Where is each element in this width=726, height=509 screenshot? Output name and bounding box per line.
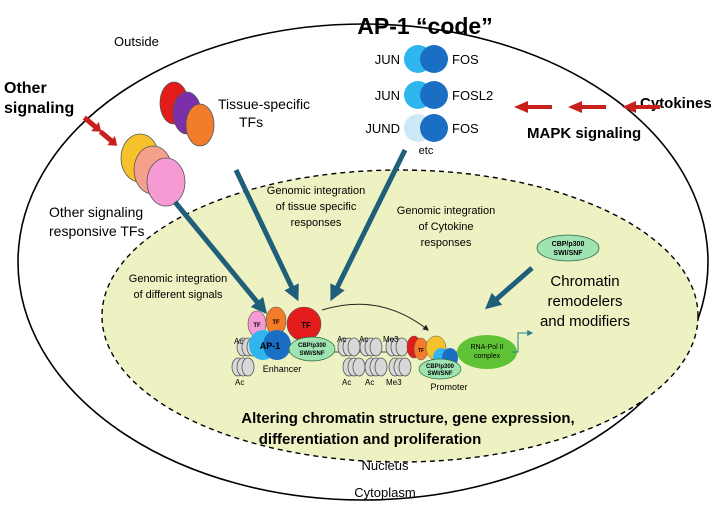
- pair3-right-label: FOS: [452, 121, 479, 136]
- tf-orange-oval: [185, 103, 215, 147]
- nucleosome: [337, 337, 361, 357]
- ap1-bound-label: AP-1: [260, 341, 281, 351]
- nucleosome: [359, 337, 383, 357]
- mark-ac: Ac: [234, 337, 243, 346]
- mark-me3: Me3: [386, 378, 402, 387]
- nucleosome: [342, 357, 366, 377]
- arrow-signals-to-enhancer: [173, 200, 268, 315]
- gi-tissue-line1: Genomic integration: [267, 185, 365, 197]
- tissue-specific-tfs-cluster: [159, 81, 215, 147]
- ap1-dark-bound: [263, 330, 291, 360]
- tf-label: TF: [253, 323, 261, 329]
- tf-pink-oval: [146, 157, 186, 207]
- transcription-start-arrow: [512, 330, 534, 353]
- cbp-enhancer-label2: SWI/SNF: [300, 351, 325, 357]
- ap1-dimer-jund-fos: JUND FOS: [365, 114, 479, 142]
- outcome-line1: Altering chromatin structure, gene expre…: [241, 410, 574, 427]
- ap1-dimer-jun-fos: JUN FOS: [375, 45, 479, 73]
- mark-ac: Ac: [365, 378, 374, 387]
- arrow-remodelers-to-chromatin: [484, 266, 534, 310]
- red-arrow: [514, 101, 552, 113]
- promoter-label: Promoter: [430, 382, 467, 392]
- mapk-label: MAPK signaling: [527, 125, 641, 142]
- outcome-line2: differentiation and proliferation: [259, 431, 482, 448]
- red-arrow: [622, 101, 660, 113]
- fos-monomer: [420, 114, 448, 142]
- signaling-tfs-cluster: [120, 133, 186, 207]
- gi-cytokine-line2: of Cytokine: [418, 221, 473, 233]
- chromatin-label-line3: and modifiers: [540, 313, 630, 330]
- fosl2-monomer: [420, 81, 448, 109]
- red-arrow: [82, 115, 102, 132]
- gi-tissue-line2: of tissue specific: [276, 201, 357, 213]
- chromatin-label-line2: remodelers: [547, 293, 622, 310]
- other-tfs-label-line1: Other signaling: [49, 204, 143, 220]
- remodeler-swi-label: SWI/SNF: [553, 250, 583, 257]
- tf-label: TF: [301, 321, 311, 330]
- outside-label: Outside: [114, 34, 159, 49]
- tf-label: TF: [272, 320, 280, 326]
- pair3-left-label: JUND: [365, 121, 400, 136]
- nucleosome: [388, 357, 412, 377]
- cbp-promoter-label2: SWI/SNF: [428, 371, 453, 377]
- gi-signals-line1: Genomic integration: [129, 273, 227, 285]
- chromatin-label-line1: Chromatin: [550, 273, 619, 290]
- cytokines-label: Cytokines: [640, 95, 712, 112]
- pair2-left-label: JUN: [375, 88, 400, 103]
- etc-label: etc: [419, 145, 434, 157]
- arrow-tissue-to-enhancer: [233, 168, 299, 302]
- mark-ac: Ac: [359, 335, 368, 344]
- enhancer-promoter-loop-arrow: [321, 303, 429, 331]
- cbp-promoter-oval: [418, 358, 462, 380]
- enhancer-label: Enhancer: [263, 364, 302, 374]
- promoter-complex: TF CBP/p300 SWI/SNF RNA-Pol II complex: [406, 335, 517, 380]
- nucleosome: [364, 357, 388, 377]
- red-arrow: [568, 101, 606, 113]
- tissue-tfs-label-line1: Tissue-specific: [218, 96, 310, 112]
- rnapol-label2: complex: [474, 353, 501, 360]
- gi-tissue-line3: responses: [291, 217, 342, 229]
- cbp-enhancer-oval: [288, 336, 336, 362]
- arrow-ap1-to-enhancer: [330, 148, 408, 302]
- cbp-remodeler-oval: [536, 234, 600, 262]
- gi-cytokine-line1: Genomic integration: [397, 205, 495, 217]
- fos-monomer: [420, 45, 448, 73]
- nucleosomes: [231, 337, 412, 377]
- ap1-code-title: AP-1 “code”: [357, 13, 492, 39]
- pair1-left-label: JUN: [375, 52, 400, 67]
- cytoplasm-label: Cytoplasm: [354, 485, 415, 500]
- rnapol-label1: RNA-Pol II: [470, 344, 503, 351]
- mark-me3: Me3: [383, 335, 399, 344]
- cell-membrane: [17, 23, 709, 501]
- other-signaling-arrows: [82, 115, 118, 146]
- gi-signals-line2: of different signals: [133, 289, 223, 301]
- other-signaling-label-line1: Other: [4, 80, 47, 97]
- ap1-dimer-jun-fosl2: JUN FOSL2: [375, 81, 493, 109]
- gi-cytokine-line3: responses: [421, 237, 472, 249]
- red-arrow: [98, 129, 118, 146]
- mapk-arrow-chain: [514, 101, 660, 113]
- rna-pol-ii-complex: [457, 335, 517, 369]
- nucleosome: [385, 337, 409, 357]
- enhancer-complex: TF TF TF AP-1 CBP/p300 SWI/SNF: [247, 306, 336, 362]
- other-tfs-label-line2: responsive TFs: [49, 223, 144, 239]
- nucleus-label: Nucleus: [362, 458, 409, 473]
- other-signaling-label-line2: signaling: [4, 100, 74, 117]
- cbp-enhancer-label1: CBP/p300: [298, 343, 327, 349]
- mark-ac: Ac: [337, 335, 346, 344]
- tf-label: TF: [418, 348, 424, 354]
- cbp-promoter-label1: CBP/p300: [426, 364, 455, 370]
- tissue-tfs-label-line2: TFs: [239, 114, 263, 130]
- pair1-right-label: FOS: [452, 52, 479, 67]
- mark-ac: Ac: [342, 378, 351, 387]
- nucleosome: [231, 357, 255, 377]
- pair2-right-label: FOSL2: [452, 88, 493, 103]
- mark-ac: Ac: [235, 378, 244, 387]
- remodeler-cbp-label: CBP/p300: [552, 241, 585, 248]
